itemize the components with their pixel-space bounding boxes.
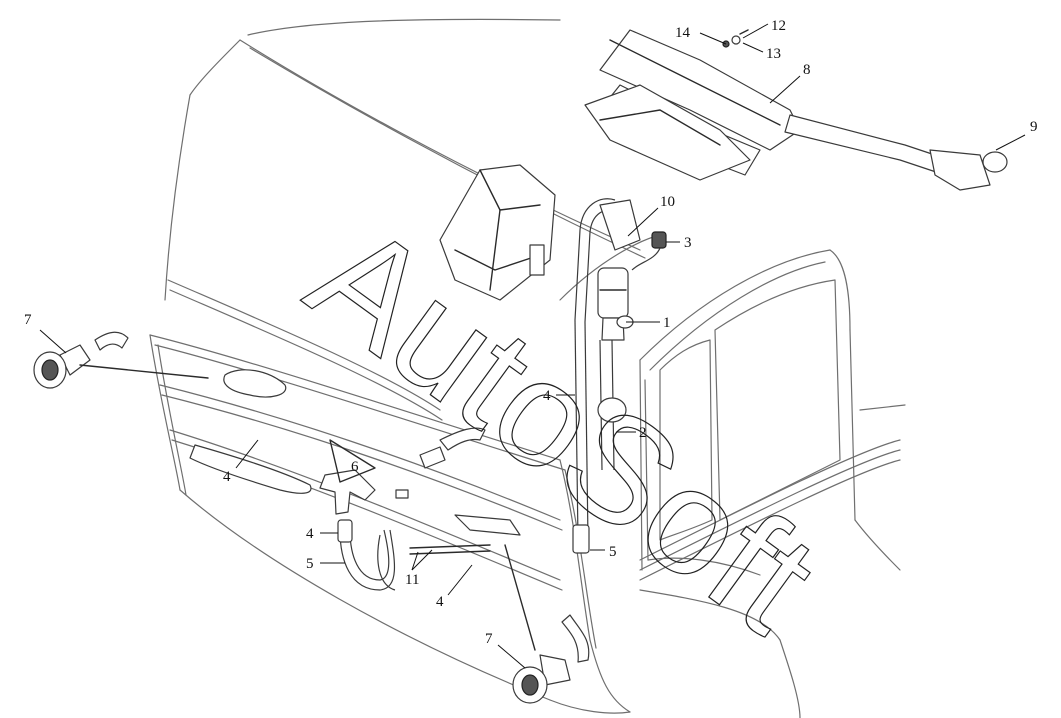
callout-4-left: 4 (223, 469, 231, 485)
callout-4-right: 4 (543, 388, 551, 404)
callout-12: 12 (771, 18, 786, 34)
washer-pump (572, 198, 667, 554)
callout-10: 10 (660, 194, 675, 210)
callout-11: 11 (405, 572, 419, 588)
callout-13: 13 (766, 46, 781, 62)
callout-1: 1 (663, 315, 671, 331)
callout-labels: 1 2 3 4 4 4 4 5 5 6 7 7 8 9 10 11 12 13 … (24, 18, 1038, 647)
watermark: AutoSoft (281, 189, 846, 664)
cab-outline (149, 18, 906, 718)
callout-14: 14 (675, 25, 691, 41)
callout-4-middle: 4 (306, 526, 314, 542)
callout-leaders (39, 23, 1026, 669)
callout-5-right: 5 (609, 544, 617, 560)
washer-nozzles (33, 331, 590, 704)
callout-6: 6 (351, 459, 359, 475)
wiper-linkage (584, 29, 1008, 191)
callout-8: 8 (803, 62, 811, 78)
callout-5-left: 5 (306, 556, 314, 572)
callout-3: 3 (684, 235, 692, 251)
wiper-mount-bracket (439, 164, 556, 301)
callout-7-top: 7 (24, 312, 32, 328)
callout-9: 9 (1030, 119, 1038, 135)
callout-7-bottom: 7 (485, 631, 493, 647)
callout-4-bottom: 4 (436, 594, 444, 610)
watermark-text: AutoSoft (281, 190, 845, 664)
callout-2: 2 (639, 425, 647, 441)
